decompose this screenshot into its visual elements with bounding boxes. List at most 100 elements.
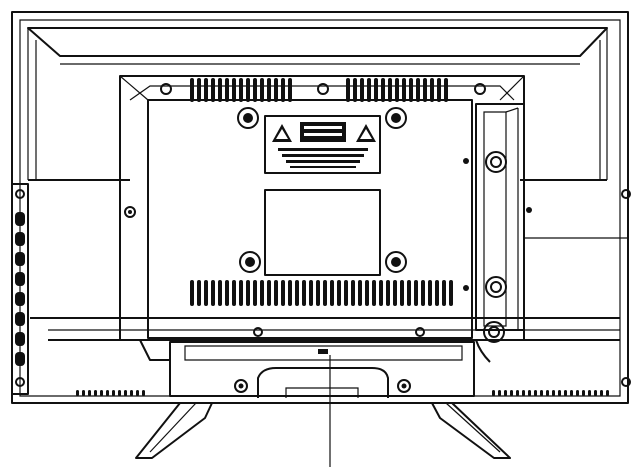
vent-slot-foot-left-7 <box>118 390 121 396</box>
vent-slot-foot-left-6 <box>112 390 115 396</box>
connector-panel <box>475 103 525 363</box>
vent-slot-foot-right-12 <box>564 390 567 396</box>
vent-slot-top-right-1 <box>353 78 357 102</box>
vent-slot-bottom-17 <box>309 280 313 306</box>
stand-feet <box>135 402 511 459</box>
vent-slot-foot-right-3 <box>510 390 513 396</box>
vent-slot-foot-left-9 <box>130 390 133 396</box>
vent-top-right <box>346 78 448 102</box>
vent-slot-foot-right-13 <box>570 390 573 396</box>
vent-slot-foot-left-0 <box>76 390 79 396</box>
vent-slot-foot-right-11 <box>558 390 561 396</box>
vent-slot-foot-left-3 <box>94 390 97 396</box>
vent-slot-top-right-14 <box>444 78 448 102</box>
screw-bottom-right <box>385 251 407 273</box>
vent-slot-bottom-0 <box>190 280 194 306</box>
vent-slot-foot-right-9 <box>546 390 549 396</box>
vent-slot-foot-left-5 <box>106 390 109 396</box>
vent-slot-bottom-27 <box>379 280 383 306</box>
vent-slot-bottom-21 <box>337 280 341 306</box>
vent-slot-bottom-32 <box>414 280 418 306</box>
vent-slot-top-left-7 <box>239 78 243 102</box>
vent-slot-bottom-14 <box>288 280 292 306</box>
vent-slot-top-right-2 <box>360 78 364 102</box>
vent-slot-bottom-19 <box>323 280 327 306</box>
vent-slot-top-left-4 <box>218 78 222 102</box>
vent-slot-foot-right-5 <box>522 390 525 396</box>
vent-slot-bottom-34 <box>428 280 432 306</box>
vent-slot-bottom-3 <box>211 280 215 306</box>
vent-slot-foot-right-4 <box>516 390 519 396</box>
vent-slot-bottom-20 <box>330 280 334 306</box>
side-port-6 <box>15 332 25 346</box>
vent-slot-foot-right-8 <box>540 390 543 396</box>
vent-slot-foot-right-19 <box>606 390 609 396</box>
screw-bottom-left <box>239 251 261 273</box>
vent-slot-top-left-5 <box>225 78 229 102</box>
vent-slot-top-left-6 <box>232 78 236 102</box>
vent-slot-foot-right-14 <box>576 390 579 396</box>
vent-slot-bottom-1 <box>197 280 201 306</box>
vent-slot-top-right-12 <box>430 78 434 102</box>
vent-slot-bottom-37 <box>449 280 453 306</box>
vent-slot-bottom-24 <box>358 280 362 306</box>
vent-slot-bottom-10 <box>260 280 264 306</box>
side-port-3 <box>15 272 25 286</box>
ventilation-slots <box>76 78 609 396</box>
vent-slot-bottom-25 <box>365 280 369 306</box>
side-port-1 <box>15 232 25 246</box>
vent-slot-foot-left-10 <box>136 390 139 396</box>
vent-slot-foot-left-4 <box>100 390 103 396</box>
vent-slot-foot-left-8 <box>124 390 127 396</box>
vent-foot-left <box>76 390 145 396</box>
vent-slot-top-right-4 <box>374 78 378 102</box>
vent-slot-top-left-3 <box>211 78 215 102</box>
connector-jack-bottom <box>483 321 505 343</box>
vent-slot-top-left-9 <box>253 78 257 102</box>
stand-screw-left <box>234 379 248 393</box>
outer-bezel <box>11 11 629 404</box>
vent-slot-top-left-14 <box>288 78 292 102</box>
vent-slot-bottom-13 <box>281 280 285 306</box>
vent-slot-bottom-4 <box>218 280 222 306</box>
stand-foot-right <box>431 402 511 459</box>
vent-slot-foot-right-10 <box>552 390 555 396</box>
stand-screw-right <box>397 379 411 393</box>
vent-slot-top-left-11 <box>267 78 271 102</box>
vent-slot-bottom-18 <box>316 280 320 306</box>
vent-slot-top-right-0 <box>346 78 350 102</box>
vent-slot-bottom-26 <box>372 280 376 306</box>
vesa-mount-screws <box>124 83 532 337</box>
vent-slot-top-right-7 <box>395 78 399 102</box>
side-port-0 <box>15 212 25 226</box>
vent-slot-foot-right-17 <box>594 390 597 396</box>
center-label-area <box>264 189 381 276</box>
vent-slot-foot-left-2 <box>88 390 91 396</box>
vent-slot-bottom-29 <box>393 280 397 306</box>
vent-slot-top-right-11 <box>423 78 427 102</box>
vent-slot-bottom-9 <box>253 280 257 306</box>
vent-slot-foot-left-11 <box>142 390 145 396</box>
vent-slot-bottom-7 <box>239 280 243 306</box>
vent-slot-foot-right-16 <box>588 390 591 396</box>
vent-slot-top-right-10 <box>416 78 420 102</box>
callout-lines <box>329 237 628 467</box>
vent-top-left <box>190 78 292 102</box>
vent-slot-bottom-12 <box>274 280 278 306</box>
vent-slot-top-left-10 <box>260 78 264 102</box>
stand-neck <box>169 341 475 398</box>
vent-slot-top-right-6 <box>388 78 392 102</box>
rear-cover-panel <box>30 75 620 361</box>
vent-slot-top-left-2 <box>204 78 208 102</box>
vent-slot-bottom-30 <box>400 280 404 306</box>
vent-slot-top-left-8 <box>246 78 250 102</box>
vent-slot-bottom-36 <box>442 280 446 306</box>
vent-slot-foot-left-1 <box>82 390 85 396</box>
vent-slot-top-right-5 <box>381 78 385 102</box>
vent-slot-top-left-13 <box>281 78 285 102</box>
side-port-5 <box>15 312 25 326</box>
vent-slot-bottom-6 <box>232 280 236 306</box>
vent-slot-bottom-2 <box>204 280 208 306</box>
vent-slot-foot-right-6 <box>528 390 531 396</box>
